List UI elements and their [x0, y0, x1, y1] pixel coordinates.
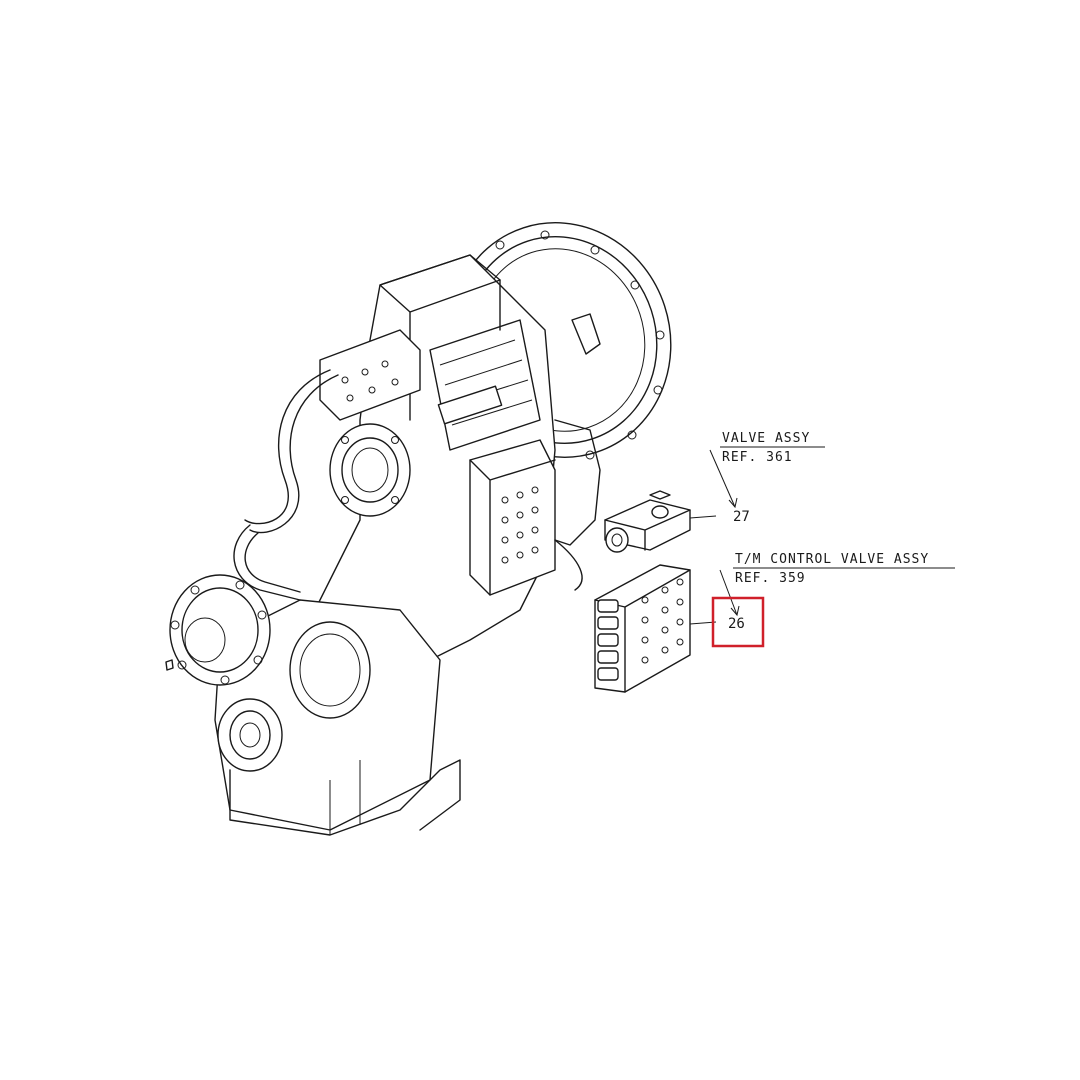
callout-ref-361: REF. 361	[722, 450, 793, 465]
callout-number-26: 26	[728, 616, 745, 632]
control-valve-assembly-26	[594, 564, 691, 693]
callout-title-valve-assy: VALVE ASSY	[722, 431, 810, 446]
callout-title-control-valve: T/M CONTROL VALVE ASSY	[735, 552, 929, 567]
hydraulic-lines	[233, 369, 583, 601]
callout-number-27: 27	[733, 509, 750, 525]
callout-ref-359: REF. 359	[735, 571, 806, 586]
valve-manifold	[469, 419, 601, 596]
output-flange	[165, 574, 461, 836]
callout-leaders	[689, 446, 955, 625]
valve-assembly-27	[604, 490, 691, 553]
highlight-box	[711, 596, 765, 648]
